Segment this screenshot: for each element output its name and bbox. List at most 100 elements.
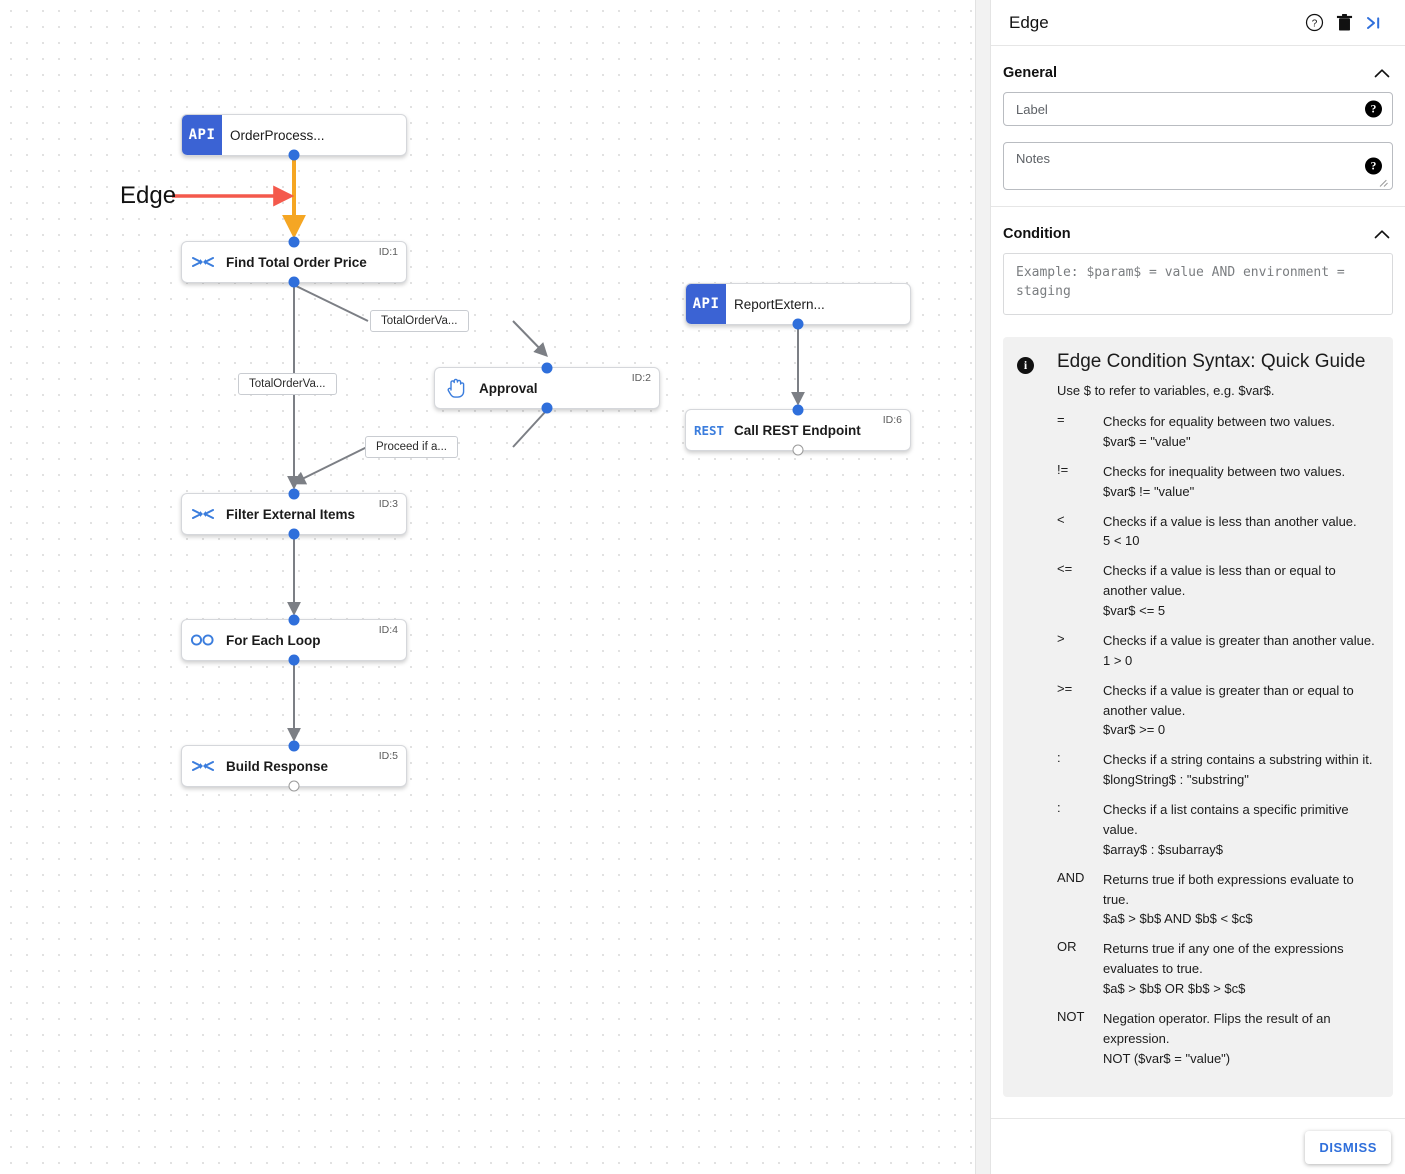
operator-description: Negation operator. Flips the result of a… <box>1103 1010 1331 1046</box>
section-general-header[interactable]: General <box>1003 60 1393 92</box>
operator-symbol: AND <box>1057 869 1085 885</box>
node-input-port[interactable] <box>288 740 300 752</box>
node-title: Approval <box>479 380 538 396</box>
operator-description-wrap: Checks if a value is less than another v… <box>1103 512 1379 552</box>
operator-row: >=Checks if a value is greater than or e… <box>1057 681 1379 741</box>
svg-text:?: ? <box>1311 19 1317 30</box>
node-output-port[interactable] <box>288 528 300 540</box>
node-output-port[interactable] <box>288 780 300 792</box>
label-help-icon[interactable]: ? <box>1365 100 1382 118</box>
operator-example: $var$ <= 5 <box>1103 603 1166 618</box>
operator-symbol: < <box>1057 511 1065 527</box>
guide-title: Edge Condition Syntax: Quick Guide <box>1057 351 1366 372</box>
section-divider <box>991 206 1405 207</box>
node-title: Find Total Order Price <box>226 254 367 270</box>
node-output-port[interactable] <box>541 402 553 414</box>
info-icon: i <box>1017 357 1034 374</box>
node-input-port[interactable] <box>288 236 300 248</box>
section-general: General Label ? Notes ? <box>1003 60 1393 190</box>
operator-symbol: <= <box>1057 561 1073 577</box>
node-input-port[interactable] <box>792 404 804 416</box>
node-id-label: ID:6 <box>882 414 902 426</box>
api-badge: API <box>686 284 726 324</box>
chevron-up-icon[interactable] <box>1373 225 1391 243</box>
edge-properties-panel: Edge ? General Label ? Notes <box>990 0 1405 1174</box>
delete-icon[interactable] <box>1329 8 1359 38</box>
condition-syntax-guide: i Edge Condition Syntax: Quick Guide Use… <box>1003 337 1393 1097</box>
edge-label[interactable]: Proceed if a... <box>365 436 458 458</box>
operator-description: Returns true if any one of the expressio… <box>1103 941 1344 977</box>
guide-subtitle: Use $ to refer to variables, e.g. $var$. <box>1057 383 1275 398</box>
operator-description-wrap: Checks if a value is less than or equal … <box>1103 561 1379 621</box>
node-reportextern[interactable]: API ReportExtern... <box>685 283 911 330</box>
operator-description: Checks if a string contains a substring … <box>1103 752 1373 768</box>
flow-canvas[interactable]: Edge API OrderProcess... Find Total Orde… <box>0 0 975 1174</box>
edge-label[interactable]: TotalOrderVa... <box>238 373 337 395</box>
operator-row: :Checks if a list contains a specific pr… <box>1057 800 1379 860</box>
node-input-port[interactable] <box>288 488 300 500</box>
operator-row: < Checks if a value is less than another … <box>1057 512 1379 552</box>
operator-row: =Checks for equality between two values.… <box>1057 412 1379 452</box>
operator-example: 1 > 0 <box>1103 652 1133 668</box>
help-icon[interactable]: ? <box>1299 8 1329 38</box>
edge-label[interactable]: TotalOrderVa... <box>370 310 469 332</box>
operator-example: $array$ : $subarray$ <box>1103 841 1223 857</box>
operator-example: 5 < 10 <box>1103 533 1140 549</box>
node-call-rest-endpoint[interactable]: REST Call REST Endpoint ID:6 <box>685 404 911 456</box>
node-output-port[interactable] <box>288 149 300 161</box>
panel-header: Edge ? <box>991 0 1405 46</box>
label-field[interactable]: Label ? <box>1003 92 1393 126</box>
node-output-port[interactable] <box>792 444 804 456</box>
operator-row: AND Returns true if both expressions eval… <box>1057 870 1379 930</box>
operator-example: $var$ != "value" <box>1103 483 1195 499</box>
node-title: Filter External Items <box>226 506 356 522</box>
node-for-each-loop[interactable]: For Each Loop ID:4 <box>181 614 407 666</box>
operator-description-wrap: Checks if a list contains a specific pri… <box>1103 800 1379 860</box>
operator-description: Returns true if both expressions evaluat… <box>1103 871 1354 907</box>
node-output-port[interactable] <box>288 654 300 666</box>
operator-example: NOT ($var$ = "value") <box>1103 1050 1231 1066</box>
node-approval[interactable]: Approval ID:2 <box>434 362 660 414</box>
node-id-label: ID:3 <box>378 498 398 510</box>
node-id-label: ID:5 <box>378 750 398 762</box>
collapse-panel-icon[interactable] <box>1359 8 1389 38</box>
page-title: Edge <box>1009 12 1049 32</box>
node-title: OrderProcess... <box>230 127 325 143</box>
node-title: Call REST Endpoint <box>734 422 861 438</box>
operator-description: Checks if a value is greater than anothe… <box>1103 632 1375 648</box>
api-badge: API <box>182 115 222 155</box>
operator-description: Checks if a value is greater than or equ… <box>1103 682 1354 718</box>
edges-layer <box>172 157 805 742</box>
node-orderprocess[interactable]: API OrderProcess... <box>181 114 407 161</box>
panel-body: General Label ? Notes ? Condition <box>991 46 1405 1118</box>
node-input-port[interactable] <box>288 614 300 626</box>
notes-field[interactable]: Notes ? <box>1003 142 1393 190</box>
node-find-total-order-price[interactable]: Find Total Order Price ID:1 <box>181 236 407 288</box>
node-input-port[interactable] <box>541 362 553 374</box>
chevron-up-icon[interactable] <box>1373 64 1391 82</box>
node-id-label: ID:4 <box>378 624 398 636</box>
dismiss-button[interactable]: DISMISS <box>1305 1131 1391 1164</box>
operator-description-wrap: Checks if a value is greater than anothe… <box>1103 631 1379 671</box>
node-id-label: ID:2 <box>631 372 651 384</box>
operator-example: $a$ > $b$ OR $b$ > $c$ <box>1103 981 1246 996</box>
condition-input[interactable]: Example: $param$ = value AND environment… <box>1003 253 1393 315</box>
operator-description: Checks for inequality between two values… <box>1103 463 1346 479</box>
node-build-response[interactable]: Build Response ID:5 <box>181 740 407 792</box>
operator-symbol: OR <box>1057 939 1077 955</box>
section-condition-header[interactable]: Condition <box>1003 221 1393 253</box>
operator-description: Checks if a list contains a specific pri… <box>1103 802 1349 837</box>
operator-row: <= Checks if a value is less than or equa… <box>1057 561 1379 621</box>
node-output-port[interactable] <box>792 318 804 330</box>
operator-symbol: NOT <box>1057 1008 1085 1024</box>
notes-resize-handle[interactable] <box>1380 178 1388 186</box>
node-output-port[interactable] <box>288 276 300 288</box>
operator-example: $var$ = "value" <box>1103 433 1191 449</box>
node-filter-external-items[interactable]: Filter External Items ID:3 <box>181 488 407 540</box>
operator-row: >Checks if a value is greater than anoth… <box>1057 631 1379 671</box>
notes-help-icon[interactable]: ? <box>1365 157 1382 175</box>
operator-description-wrap: Checks for equality between two values.$… <box>1103 412 1379 452</box>
annotation-label: Edge <box>120 182 177 209</box>
node-title: Build Response <box>226 758 329 774</box>
guide-icon-column: i <box>1017 351 1057 1079</box>
